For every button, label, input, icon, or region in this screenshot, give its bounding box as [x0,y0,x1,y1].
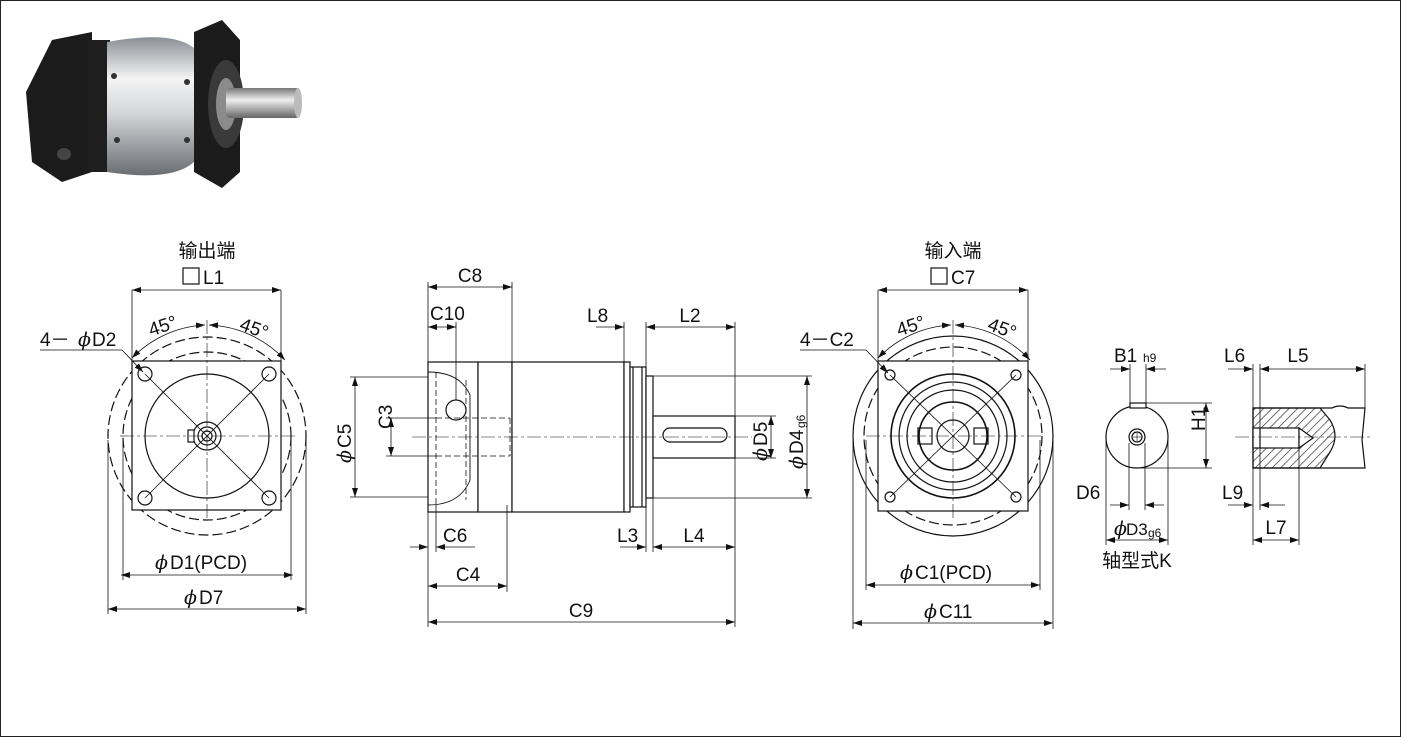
shaft-end-view [1228,364,1370,545]
diameter-symbol: ϕ [900,562,913,584]
planetary-gearbox-photo-icon [26,20,302,188]
output-angle-right: 45° [237,314,271,344]
output-end-title: 输出端 [178,240,235,262]
diameter-symbol: ϕ [1114,518,1127,540]
dim-d3-tolerance: g6 [1148,526,1162,540]
input-end-view [800,287,1054,629]
dim-c3: C3 [376,405,397,429]
dim-b1-tolerance: h9 [1143,351,1157,365]
diameter-symbol: ϕ [786,456,808,469]
input-outer-label: C11 [939,602,972,623]
dim-l9: L9 [1222,483,1243,504]
shaft-type-caption: 轴型式K [1102,550,1172,572]
dim-c6: C6 [443,526,467,547]
input-angle-left: 45° [894,312,928,341]
square-symbol-icon [930,267,948,285]
dim-b1: B1 [1114,346,1137,367]
output-pcd-label: D1(PCD) [170,553,247,574]
dim-c5: C5 [335,424,356,448]
dim-l2: L2 [679,306,700,327]
input-square-label: C7 [951,268,975,289]
dim-h1: H1 [1189,407,1210,431]
output-angle-left: 45° [146,312,180,341]
diameter-symbol: ϕ [750,448,772,461]
square-symbol-icon [182,267,200,285]
output-holes-label: 4－ [40,330,70,351]
output-square-label: L1 [203,268,224,289]
dim-l6: L6 [1224,346,1245,367]
output-end-view [40,287,307,614]
diameter-symbol: ϕ [78,329,91,351]
shaft-section-view [1105,364,1212,545]
diameter-symbol: ϕ [184,587,197,609]
side-view [350,282,812,627]
diameter-symbol: ϕ [334,450,356,463]
input-end-title: 输入端 [924,240,981,262]
output-holes-dim: D2 [92,330,116,351]
dim-d5: D5 [751,422,772,446]
dim-l5: L5 [1287,346,1308,367]
dim-c9: C9 [569,601,593,622]
diameter-symbol: ϕ [924,601,937,623]
dim-d6: D6 [1076,483,1100,504]
dim-l3: L3 [617,526,638,547]
diameter-symbol: ϕ [155,552,168,574]
dim-c10: C10 [430,304,465,325]
output-outer-label: D7 [199,588,223,609]
input-angle-right: 45° [985,314,1019,344]
dim-c4: C4 [456,565,481,586]
dim-d3: D3 [1126,520,1148,539]
dim-l7: L7 [1265,518,1286,539]
input-holes-label: 4－C2 [800,330,854,351]
dim-c8: C8 [458,266,482,287]
dim-d4-tolerance: g6 [794,414,808,428]
input-pcd-label: C1(PCD) [915,563,992,584]
dim-l4: L4 [683,526,705,547]
dim-d4: D4 [787,429,808,454]
dim-l8: L8 [587,306,608,327]
